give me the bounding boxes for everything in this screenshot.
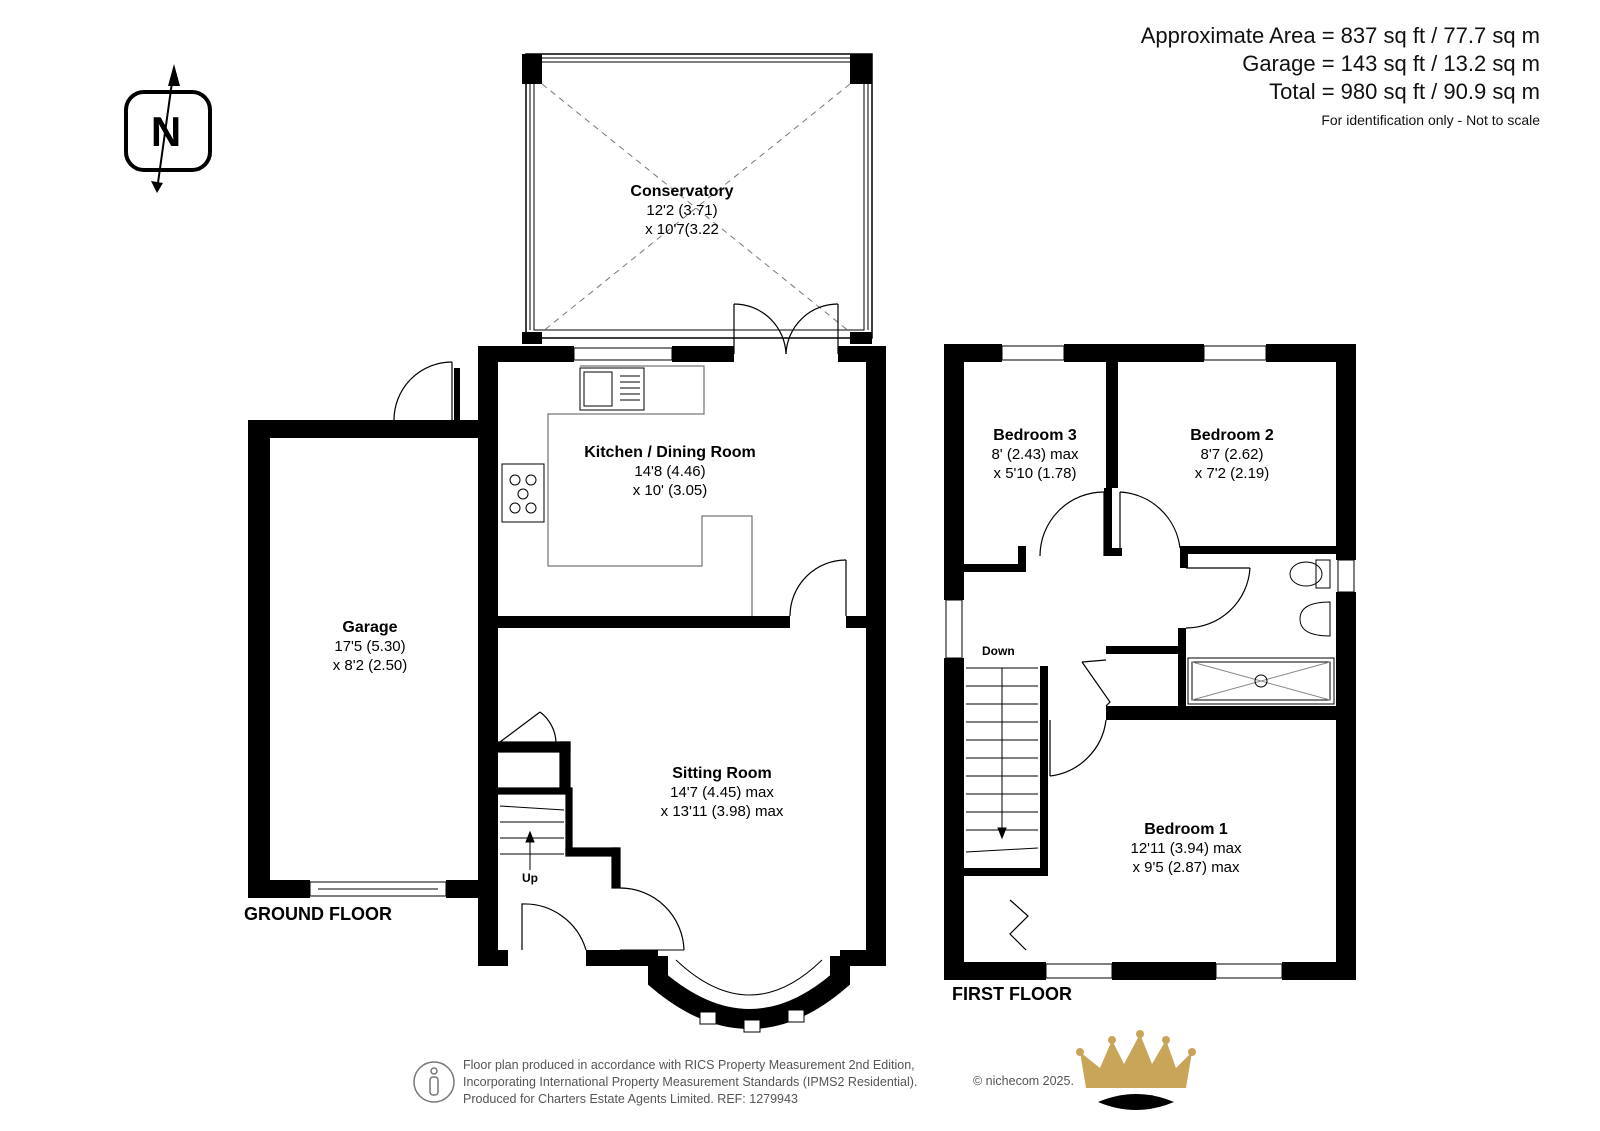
- ground-floor-walls: [248, 346, 886, 966]
- bay-window: [648, 956, 850, 1033]
- kitchen-name: Kitchen / Dining Room: [584, 444, 756, 461]
- first-floor-walls: [944, 344, 1356, 980]
- ground-floor-label: GROUND FLOOR: [244, 904, 392, 924]
- garage-name: Garage: [342, 619, 397, 636]
- under-stairs-cupboard: [497, 711, 621, 889]
- bedroom-1-name: Bedroom 1: [1144, 821, 1228, 838]
- first-floor-plan: Bedroom 3 8' (2.43) max x 5'10 (1.78) Be…: [944, 344, 1356, 1004]
- ground-floor-plan: Conservatory 12'2 (3.71) x 10'7(3.22 Kit…: [244, 53, 886, 1033]
- person-info-icon: [413, 1061, 455, 1103]
- conservatory-dim1: 12'2 (3.71): [646, 202, 717, 219]
- stairs-up-label: Up: [522, 871, 538, 885]
- sitting-room-dim2: x 13'11 (3.98) max: [661, 803, 784, 820]
- conservatory-frame: [522, 53, 873, 344]
- footer-line-2: Incorporating International Property Mea…: [463, 1075, 918, 1089]
- ground-floor-stairs: [499, 805, 565, 870]
- compass-label: N: [151, 108, 181, 155]
- front-door: [521, 903, 587, 951]
- crown-logo-icon: [1076, 1030, 1196, 1110]
- footer-line-1: Floor plan produced in accordance with R…: [463, 1058, 915, 1072]
- garage-area: Garage = 143 sq ft / 13.2 sq m: [1242, 51, 1540, 76]
- kitchen-door: [789, 559, 847, 617]
- garage-dim2: x 8'2 (2.50): [333, 657, 408, 674]
- kitchen-units: [501, 365, 753, 616]
- footer-text: Floor plan produced in accordance with R…: [463, 1057, 917, 1108]
- bedroom-1-dim1: 12'11 (3.94) max: [1131, 840, 1242, 857]
- total-area: Total = 980 sq ft / 90.9 sq m: [1269, 79, 1540, 104]
- footer-line-3: Produced for Charters Estate Agents Limi…: [463, 1092, 798, 1106]
- garage-side-door: [393, 361, 453, 421]
- scale-note: For identification only - Not to scale: [1321, 112, 1540, 128]
- hall-door: [619, 887, 685, 951]
- kitchen-dim2: x 10' (3.05): [633, 482, 708, 499]
- first-floor-windows: [945, 345, 1355, 979]
- approximate-area: Approximate Area = 837 sq ft / 77.7 sq m: [1140, 23, 1540, 48]
- north-compass-icon: N: [124, 64, 212, 193]
- first-floor-stairs: [965, 667, 1039, 853]
- bathroom-fixtures: [1187, 559, 1335, 705]
- bedroom-2-dim1: 8'7 (2.62): [1201, 446, 1264, 463]
- bedroom-2-name: Bedroom 2: [1190, 427, 1274, 444]
- bedroom-1-dim2: x 9'5 (2.87) max: [1132, 859, 1240, 876]
- sitting-room-dim1: 14'7 (4.45) max: [670, 784, 774, 801]
- stairs-down-label: Down: [982, 644, 1015, 658]
- bedroom-3-dim1: 8' (2.43) max: [991, 446, 1079, 463]
- copyright-text: © nichecom 2025.: [973, 1074, 1074, 1088]
- kitchen-dim1: 14'8 (4.46): [634, 463, 705, 480]
- first-floor-label: FIRST FLOOR: [952, 984, 1072, 1004]
- conservatory-dim2: x 10'7(3.22: [645, 221, 719, 238]
- garage-dim1: 17'5 (5.30): [334, 638, 405, 655]
- bedroom-3-dim2: x 5'10 (1.78): [994, 465, 1077, 482]
- sitting-room-name: Sitting Room: [672, 765, 772, 782]
- bedroom-3-name: Bedroom 3: [993, 427, 1077, 444]
- conservatory-name: Conservatory: [630, 183, 733, 200]
- french-doors: [733, 303, 839, 355]
- area-summary: Approximate Area = 837 sq ft / 77.7 sq m…: [1141, 22, 1540, 128]
- first-floor-doors: [1009, 491, 1251, 951]
- bedroom-2-dim2: x 7'2 (2.19): [1195, 465, 1270, 482]
